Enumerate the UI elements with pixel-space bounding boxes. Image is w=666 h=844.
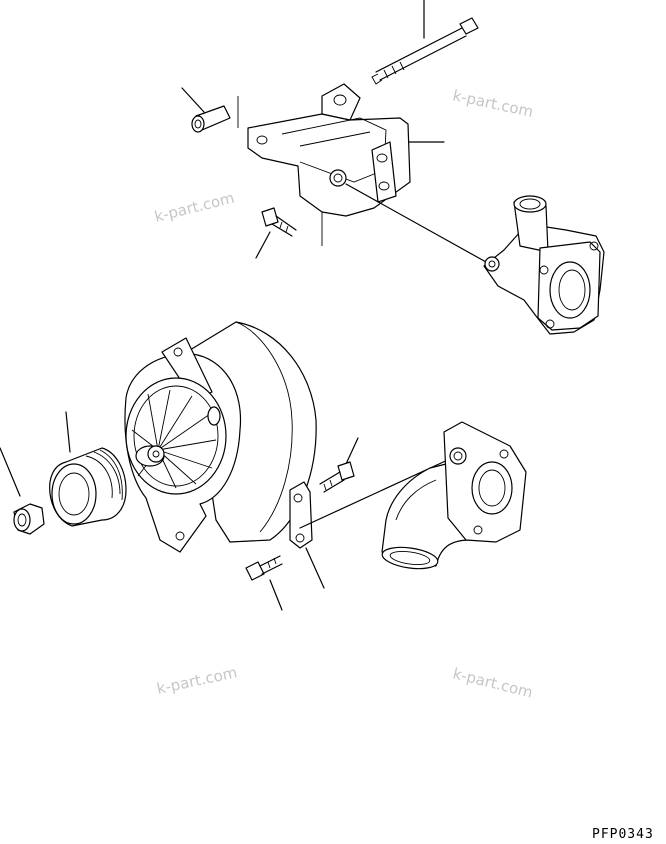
water-outlet-housing xyxy=(483,195,605,335)
drawing-code: PFP0343 xyxy=(592,827,654,842)
watermark-bottom-left: k-part.com xyxy=(155,663,239,698)
watermark-bottom-right: k-part.com xyxy=(451,664,535,701)
alignment-line-upper xyxy=(345,183,487,263)
bracket-bolt xyxy=(255,207,297,259)
stay-bolt-lower xyxy=(245,555,283,611)
pulley-nut xyxy=(0,447,45,535)
alternator xyxy=(124,321,317,553)
watermark-top-right: k-part.com xyxy=(451,86,535,121)
stay-bolt-upper xyxy=(319,437,359,493)
watermark-top-left: k-part.com xyxy=(153,189,237,226)
water-inlet-elbow xyxy=(381,421,527,570)
long-bolt xyxy=(371,0,479,85)
sleeve-bushing xyxy=(181,87,231,133)
alternator-mounting-bracket xyxy=(237,83,445,246)
pulley xyxy=(49,411,127,527)
adjusting-stay xyxy=(289,481,325,589)
